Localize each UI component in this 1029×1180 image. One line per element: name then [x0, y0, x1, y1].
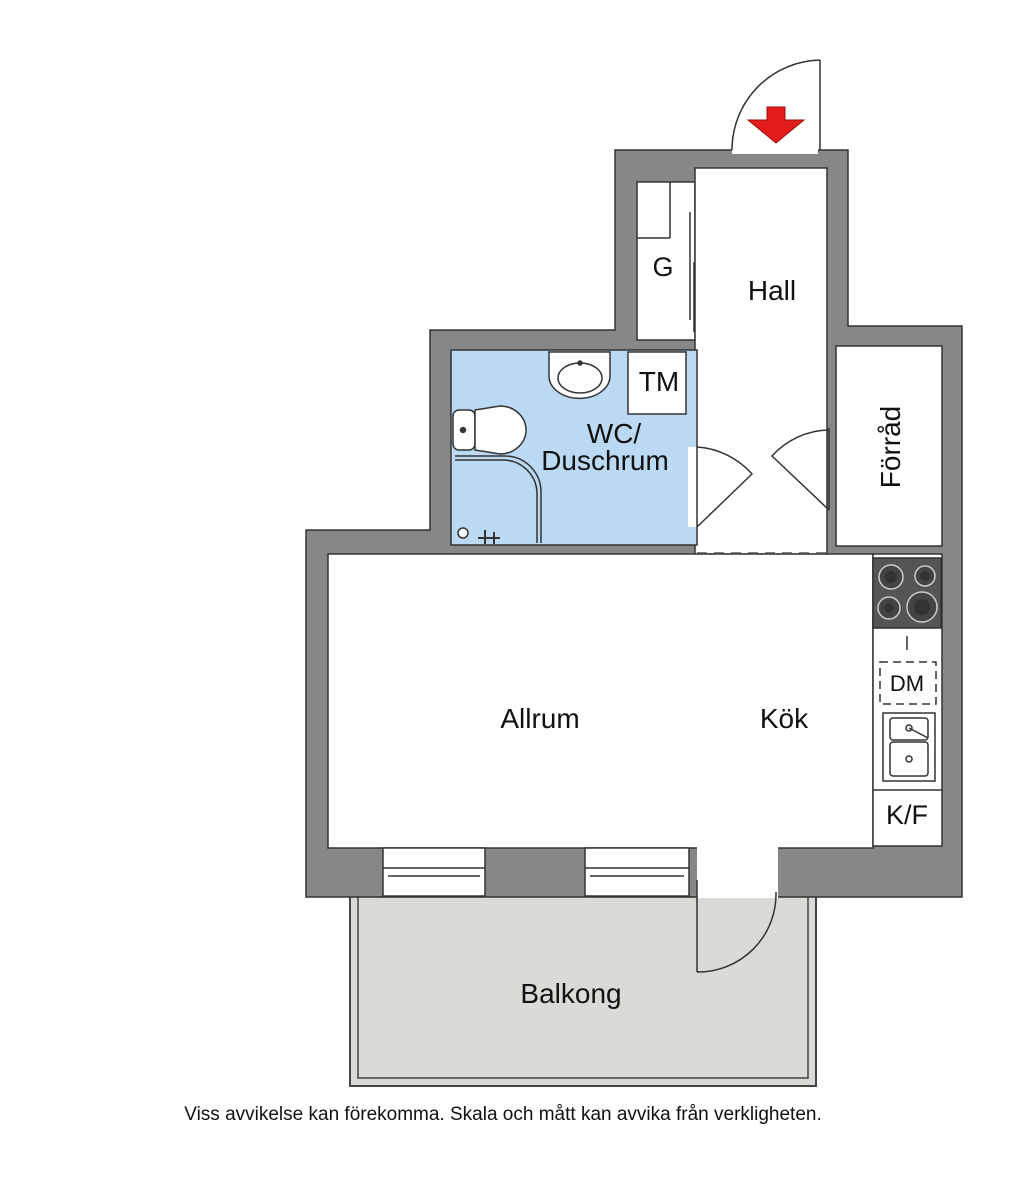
forrad-label: Förråd	[875, 406, 906, 488]
sink	[548, 351, 611, 400]
tm-label: TM	[639, 366, 679, 397]
main-room-floor	[327, 553, 874, 849]
hall-floor	[694, 167, 828, 555]
balcony-door	[696, 880, 777, 973]
shower	[455, 455, 542, 544]
entry-arrow-icon	[746, 106, 806, 144]
toilet	[452, 405, 527, 455]
storage-g-floor	[636, 181, 696, 341]
wc-label-line1: WC/	[587, 418, 642, 449]
hob	[872, 557, 942, 629]
storage-g-label: G	[652, 252, 673, 282]
disclaimer-text: Viss avvikelse kan förekomma. Skala och …	[184, 1104, 822, 1125]
kf-label: K/F	[886, 800, 928, 830]
bathroom-door	[696, 446, 754, 528]
closet-fittings	[637, 182, 695, 332]
balcony-area	[349, 895, 817, 1087]
dishwasher-box	[879, 661, 937, 705]
balkong-label: Balkong	[520, 978, 621, 1009]
kitchen-sink	[882, 712, 936, 782]
forrad-floor	[835, 345, 943, 547]
entrance-door	[731, 59, 821, 154]
wc-label-line2: Duschrum	[541, 445, 669, 476]
allrum-label: Allrum	[500, 703, 579, 734]
tm-box	[627, 351, 687, 415]
door-gap-balcony	[697, 846, 778, 898]
bathroom-door-gap	[688, 447, 698, 527]
hall-label: Hall	[748, 275, 796, 306]
kok-label: Kök	[760, 703, 809, 734]
forrad-door	[770, 428, 830, 511]
windows	[382, 847, 690, 897]
dm-label: DM	[890, 671, 924, 696]
interior	[327, 167, 943, 898]
